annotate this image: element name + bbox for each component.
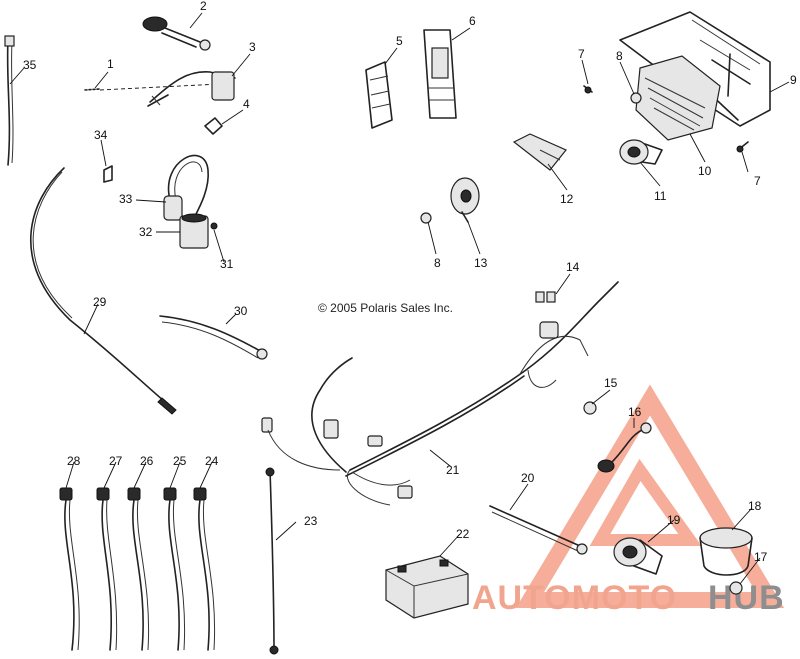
callout-16: 16 (628, 405, 642, 419)
callout-4: 4 (243, 97, 250, 111)
part-17-nut (729, 581, 743, 595)
sub-harness-24 (193, 487, 216, 651)
part-34-clip (103, 165, 113, 183)
sub-harness-27 (96, 487, 118, 651)
callout-21: 21 (446, 463, 460, 477)
callout-18: 18 (748, 499, 762, 513)
callout-22: 22 (456, 527, 470, 541)
part-4-bulb (204, 117, 223, 135)
part-1-pin (84, 83, 221, 91)
part-20-strap (489, 505, 588, 555)
callout-26: 26 (140, 454, 154, 468)
sub-harness-25 (163, 487, 186, 651)
watermark-text-hub: HUB (708, 579, 785, 617)
part-30-cable (159, 315, 268, 360)
callout-5: 5 (396, 34, 403, 48)
callout-33: 33 (119, 192, 133, 206)
callout-11: 11 (654, 189, 667, 203)
callout-14: 14 (566, 260, 580, 274)
callout-12: 12 (560, 192, 574, 206)
part-33-ignition-lead (163, 154, 209, 223)
callout-23: 23 (304, 514, 318, 528)
callout-19: 19 (667, 513, 681, 527)
part-29-cable (29, 167, 177, 415)
callout-25: 25 (173, 454, 187, 468)
part-21-main-harness (261, 281, 619, 506)
part-31-screw (210, 222, 218, 230)
part-11-socket (619, 139, 663, 165)
part-6-relay-block (423, 29, 457, 119)
part-22-battery (385, 555, 469, 619)
callout-6: 6 (469, 14, 476, 28)
part-14-fuse (535, 291, 556, 303)
callout-29: 29 (93, 295, 107, 309)
part-7-bolt-upper (583, 85, 593, 94)
part-12-fuse-cover (512, 133, 567, 171)
callout-10: 10 (698, 164, 712, 178)
callout-34: 34 (94, 128, 108, 142)
callout-9: 9 (790, 73, 797, 87)
sub-harness-28 (59, 487, 80, 651)
callout-24: 24 (205, 454, 219, 468)
callout-32: 32 (139, 225, 153, 239)
callout-2: 2 (200, 0, 207, 13)
part-15-grommet (583, 401, 597, 415)
callout-17: 17 (754, 550, 768, 564)
callout-13: 13 (474, 256, 488, 270)
callout-31: 31 (220, 257, 234, 271)
callout-30: 30 (234, 304, 248, 318)
callout-1: 1 (107, 57, 114, 71)
part-8-nut-lower (420, 212, 432, 224)
sub-harness-26 (127, 487, 150, 651)
part-7-bolt-lower (736, 141, 749, 153)
part-18-cup (699, 527, 753, 576)
callout-28: 28 (67, 454, 81, 468)
part-23-cable (265, 467, 279, 655)
leader-lines (9, 12, 790, 585)
callout-7-lower: 7 (754, 174, 761, 188)
callout-27: 27 (109, 454, 123, 468)
part-5-relay (365, 61, 393, 129)
callout-8-lower: 8 (434, 256, 441, 270)
callout-numbers: 1 2 3 4 5 6 7 8 9 10 11 12 13 14 15 16 1… (23, 0, 797, 564)
part-32-coil (179, 213, 209, 249)
part-3-wire-harness (147, 71, 236, 107)
part-13-horn (450, 177, 480, 223)
callout-8-upper: 8 (616, 49, 623, 63)
watermark-text-auto: AUTOMOTO (472, 579, 677, 617)
callout-15: 15 (604, 376, 618, 390)
part-2-switch (142, 16, 211, 51)
callout-20: 20 (521, 471, 535, 485)
callout-35: 35 (23, 58, 37, 72)
part-8-nut-upper (630, 92, 642, 104)
part-16-sensor (597, 422, 652, 473)
part-19-socket (613, 537, 663, 575)
callout-7-upper: 7 (578, 47, 585, 61)
part-35-strap (4, 35, 15, 166)
watermark-logo: AUTOMOTO HUB (472, 384, 785, 617)
copyright-text: © 2005 Polaris Sales Inc. (318, 301, 453, 315)
callout-3: 3 (249, 40, 256, 54)
part-10-regulator (635, 55, 721, 141)
